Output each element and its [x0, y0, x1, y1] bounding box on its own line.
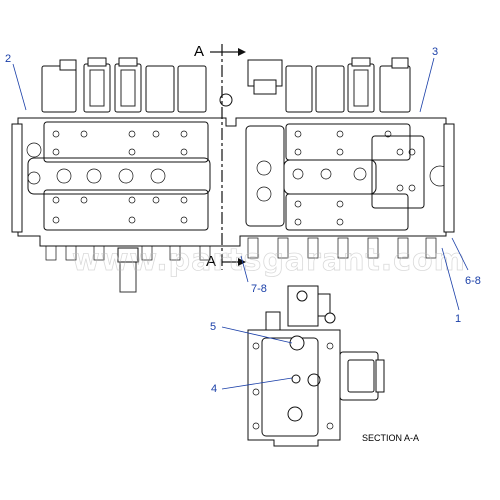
callout-3: 3: [432, 46, 438, 58]
callout-2: 2: [5, 53, 11, 65]
section-letter-top: A: [194, 43, 204, 60]
section-caption: SECTION A-A: [362, 433, 419, 443]
callout-1: 1: [455, 313, 461, 325]
callout-6-8: 6-8: [465, 275, 481, 287]
section-letter-bottom: A: [206, 253, 216, 270]
solenoid-row: [41, 57, 411, 113]
section-cut-line: [210, 44, 246, 270]
watermark-text: www.partsgarant.com: [72, 243, 466, 278]
callouts: 2 3 6-8 1 7-8 5 4: [5, 46, 481, 395]
callout-4: 4: [211, 383, 217, 395]
section-view: [247, 285, 385, 447]
callout-5: 5: [210, 321, 216, 333]
main-valve-assembly: [11, 57, 455, 293]
callout-7-8: 7-8: [251, 283, 267, 295]
valve-block-outline: [17, 117, 447, 247]
